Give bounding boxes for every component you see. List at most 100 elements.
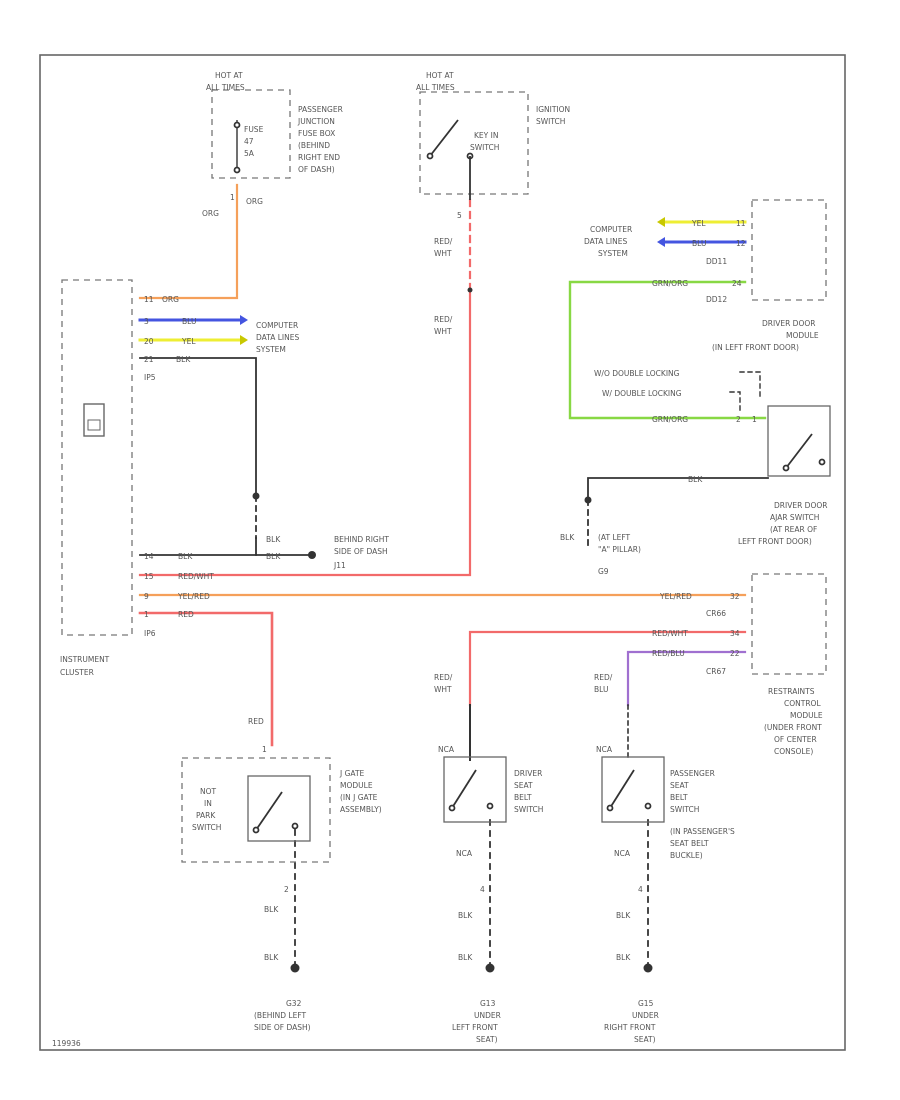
ddm-p1: 1 [752,415,757,424]
driver-door-module-outline [751,199,827,301]
driver-name-4: SWITCH [514,805,543,814]
wire-blk-cluster [139,357,257,497]
rcm-name-5: OF CENTER [774,735,817,744]
cluster-p11: 11 [144,295,154,304]
cluster-w-blu: BLU [182,317,196,326]
gate-labels: RED 1 NOT IN PARK SWITCH J GATE MODULE (… [192,717,382,1032]
wire-redwht-driver [468,630,747,707]
ign-contact-1: KEY IN [474,131,498,140]
ign-red-dot [467,287,473,293]
cluster-w-red: RED [178,610,194,619]
ddm-grn-org: GRN/ORG [652,279,688,288]
splice-dot-j11 [308,551,316,559]
ign-name-2: SWITCH [536,117,565,126]
fuse-label-3: 5A [244,149,255,158]
fuse-hot-2: ALL TIMES [206,83,245,92]
ign-pin: 5 [457,211,462,220]
component-boxes [61,89,827,863]
ddm-p2: 2 [736,415,741,424]
gate-hot-2: IN [204,799,212,808]
pass-name-6: SEAT BELT [670,839,709,848]
ign-hot-2: ALL TIMES [416,83,455,92]
cluster-indicator-lamp-inner [87,419,101,431]
cluster-w-yelred: YEL/RED [177,592,210,601]
rcm-w-redblu: RED/BLU [652,649,685,658]
driver-ground-4: SEAT) [476,1035,498,1044]
gate-wire-out: BLK [264,905,279,914]
ajar-blk: BLK [688,475,703,484]
ddm-d11: DD11 [706,257,727,266]
fuse-label-1: FUSE [244,125,264,134]
ign-wire2-2: WHT [434,327,452,336]
gate-ground-3: SIDE OF DASH) [254,1023,311,1032]
rcm-labels: YEL/RED 32 CR66 RED/WHT 34 RED/BLU 22 CR… [652,592,823,756]
wire-w-double [729,391,741,411]
ign-name-1: IGNITION [536,105,570,114]
wire-red-ignition [138,288,472,577]
diagram-frame [39,54,846,1051]
ddm-blu: BLU [692,239,706,248]
fuse-terminal-top [233,121,241,129]
cluster-indicator-lamp [83,403,105,437]
ajar-name-4: LEFT FRONT DOOR) [738,537,812,546]
cluster-p14: 14 [144,552,154,561]
pass-belt-contact [644,802,652,810]
cluster-conn2: IP6 [144,629,156,638]
ajar-name-1: DRIVER DOOR [774,501,827,510]
driver-pin: 4 [480,885,485,894]
ajar-switch-pivot [782,464,790,472]
cluster-p20: 20 [144,337,154,346]
ajar-ground-id: G9 [598,567,609,576]
cluster-w-redwht: RED/WHT [178,572,214,581]
cluster-w-yel: YEL [181,337,196,346]
splice-blk1: BLK [266,535,281,544]
ajar-labels: BLK DRIVER DOOR AJAR SWITCH (AT REAR OF … [560,475,827,576]
fuse-wire-left: ORG [202,209,219,218]
rcm-w-yelred: YEL/RED [659,592,692,601]
ajar-name-2: AJAR SWITCH [770,513,819,522]
driver-nca2: NCA [456,849,473,858]
pass-belt-labels: RED/ BLU NCA PASSENGER SEAT BELT SWITCH … [594,673,735,1044]
rcm-name-3: MODULE [790,711,823,720]
fuse-label-2: 47 [244,137,254,146]
wire-red-gate [138,611,274,747]
pass-belt-lever [609,769,635,809]
rcm-outline [751,573,827,675]
ign-wire1-2: WHT [434,249,452,258]
driver-belt-contact [486,802,494,810]
ajar-switch-contact [818,458,826,466]
gate-hot-1: NOT [200,787,217,796]
rcm-name-2: CONTROL [784,699,821,708]
wires [138,183,769,969]
cdl-left-3: SYSTEM [256,345,286,354]
instrument-cluster-outline [61,279,133,636]
splice-id: J11 [333,561,346,570]
pass-ground-1: G15 [638,999,654,1008]
pass-ground-2: UNDER [632,1011,659,1020]
driver-ground-1: G13 [480,999,496,1008]
splice-blk2: BLK [266,552,281,561]
fuse-terminal-bottom [233,166,241,174]
ajar-ground-1: (AT LEFT [598,533,631,542]
fuse-box-5: RIGHT END [298,153,340,162]
cluster-p9: 9 [144,592,149,601]
arrow-blu-left [240,315,248,325]
pass-name-1: PASSENGER [670,769,715,778]
cluster-w-blk: BLK [176,355,191,364]
pass-wire-out: BLK [616,911,631,920]
fuse-box-1: PASSENGER [298,105,343,114]
cluster-p1: 1 [144,610,149,619]
cluster-conn1: IP5 [144,373,156,382]
driver-nca: NCA [438,745,455,754]
ddm-p12: 12 [736,239,746,248]
fuse-box-4: (BEHIND [298,141,330,150]
data-arrows [240,217,665,345]
gate-ground-wire: BLK [264,953,279,962]
pass-belt-pivot [606,804,614,812]
cdl-labels: COMPUTER DATA LINES SYSTEM COMPUTER DATA… [256,225,632,354]
junction-dots [252,287,653,973]
wire-blk-ajar [587,477,769,501]
driver-belt-lever [451,769,477,809]
ignition-labels: HOT AT ALL TIMES IGNITION SWITCH KEY IN … [416,71,570,336]
rcm-p34: 34 [730,629,740,638]
